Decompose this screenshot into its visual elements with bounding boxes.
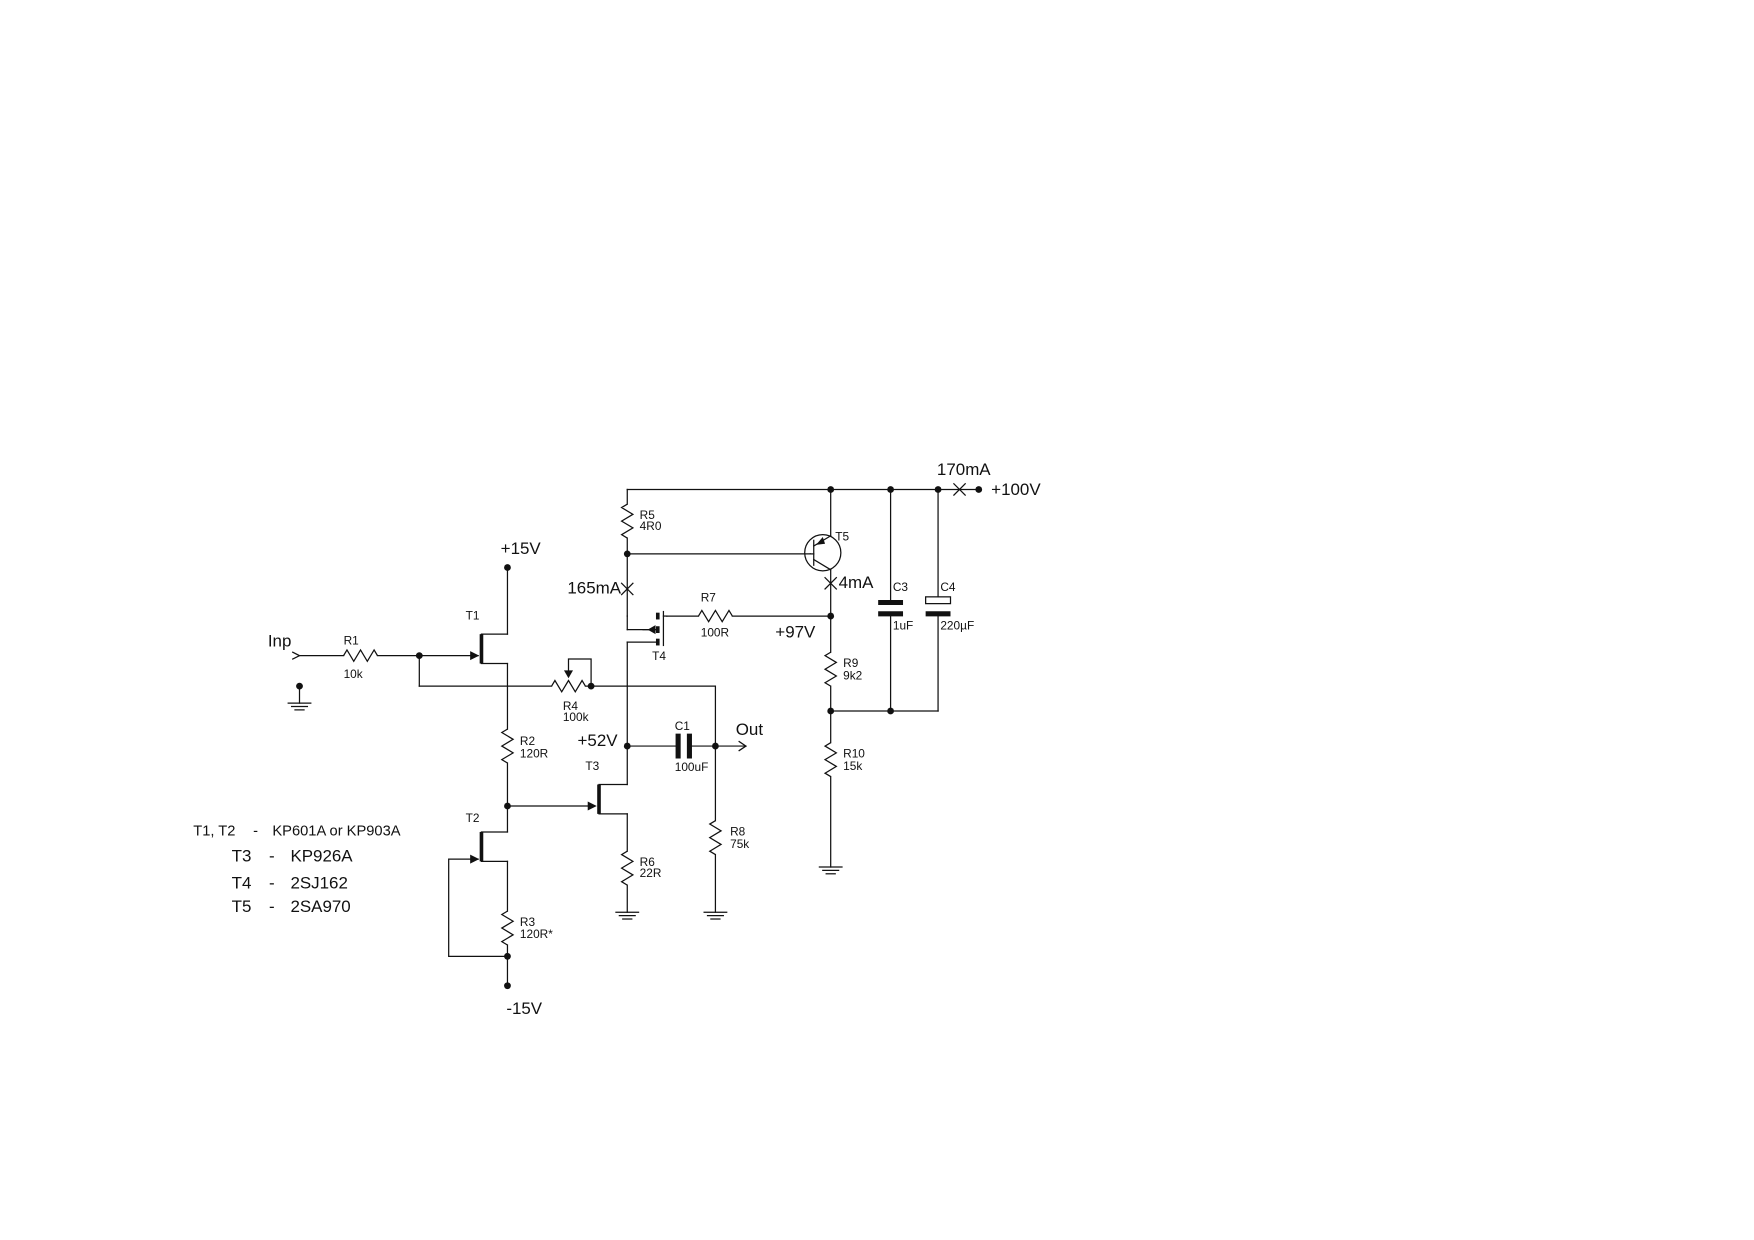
resistor-r3: R3 120R* bbox=[500, 860, 553, 987]
r2-ref: R2 bbox=[520, 734, 535, 748]
parts-list: T1, T2 - KP601A or KP903A T3 - KP926A T4… bbox=[193, 823, 401, 916]
potentiometer-r4: R4 100k bbox=[551, 658, 595, 724]
supply-label-plus100v: +100V bbox=[991, 480, 1041, 499]
c3-value: 1uF bbox=[893, 619, 913, 633]
r8-value: 75k bbox=[730, 837, 749, 851]
r7-ref: R7 bbox=[701, 590, 716, 604]
t2-ref: T2 bbox=[466, 811, 480, 825]
parts-ref: T4 bbox=[232, 873, 252, 892]
output-label: Out bbox=[736, 720, 764, 739]
ground-symbol-r8 bbox=[703, 911, 728, 920]
current-marker-t4: 165mA bbox=[567, 553, 634, 617]
r10-ref: R10 bbox=[843, 746, 865, 760]
parts-list-row: T5 - 2SA970 bbox=[232, 897, 351, 916]
r6-value: 22R bbox=[640, 866, 662, 880]
output-port: Out bbox=[714, 720, 764, 752]
ground-symbol-r10 bbox=[818, 866, 843, 875]
c4-ref: C4 bbox=[940, 580, 956, 594]
t4-ref: T4 bbox=[652, 649, 666, 663]
parts-sep: - bbox=[269, 873, 275, 892]
r9-ref: R9 bbox=[843, 656, 859, 670]
parts-list-row: T1, T2 - KP601A or KP903A bbox=[193, 823, 401, 839]
node-label-52v: +52V bbox=[578, 731, 619, 750]
r7-value: 100R bbox=[701, 625, 730, 639]
parts-type: 2SJ162 bbox=[290, 873, 347, 892]
capacitor-c3: C3 1uF bbox=[878, 488, 913, 712]
rail-plus-100v: +100V 170mA bbox=[626, 460, 1041, 499]
parts-list-row: T3 - KP926A bbox=[232, 846, 354, 865]
capacitor-c1: C1 100uF bbox=[626, 719, 717, 774]
r3-value: 120R* bbox=[520, 927, 553, 941]
current-marker-t5: 4mA bbox=[824, 573, 875, 592]
t3-ref: T3 bbox=[585, 759, 599, 773]
resistor-r9: R9 9k2 bbox=[823, 615, 862, 712]
parts-type: KP926A bbox=[290, 846, 353, 865]
ground-symbol-r6 bbox=[615, 911, 640, 920]
parts-ref: T1, T2 bbox=[193, 823, 235, 839]
current-label-t4: 165mA bbox=[567, 578, 621, 597]
transistor-t1: T1 bbox=[418, 608, 509, 665]
c1-ref: C1 bbox=[675, 719, 691, 733]
resistor-r7: R7 100R bbox=[666, 590, 832, 639]
current-label-total: 170mA bbox=[937, 460, 991, 479]
t5-ref: T5 bbox=[835, 529, 849, 543]
r10-value: 15k bbox=[843, 759, 862, 773]
transistor-t5: T5 bbox=[804, 488, 849, 617]
parts-list-row: T4 - 2SJ162 bbox=[232, 873, 348, 892]
supply-plus15v: +15V bbox=[501, 539, 542, 635]
r4-ref: R4 bbox=[563, 699, 579, 713]
resistor-r5: R5 4R0 bbox=[620, 488, 662, 555]
input-port: Inp bbox=[268, 632, 345, 660]
resistor-r8: R8 75k bbox=[708, 745, 749, 913]
supply-minus15v: -15V bbox=[504, 982, 543, 1018]
r9-value: 9k2 bbox=[843, 668, 862, 682]
parts-type: KP601A or KP903A bbox=[272, 823, 400, 839]
transistor-t4: T4 bbox=[626, 610, 668, 747]
r4-value: 100k bbox=[563, 710, 589, 724]
parts-sep: - bbox=[253, 823, 258, 839]
ground-symbol-input bbox=[287, 682, 312, 711]
resistor-r2: R2 120R bbox=[500, 728, 549, 807]
supply-label-minus15v: -15V bbox=[506, 999, 542, 1018]
parts-ref: T5 bbox=[232, 897, 252, 916]
capacitor-c4: C4 220µF bbox=[925, 488, 974, 712]
current-label-t5: 4mA bbox=[839, 573, 875, 592]
supply-label-plus15v: +15V bbox=[501, 539, 542, 558]
resistor-r10: R10 15k bbox=[823, 710, 865, 868]
r2-value: 120R bbox=[520, 746, 549, 760]
r3-ref: R3 bbox=[520, 915, 536, 929]
c4-value: 220µF bbox=[940, 619, 974, 633]
r6-ref: R6 bbox=[640, 855, 656, 869]
parts-ref: T3 bbox=[232, 846, 252, 865]
r5-ref: R5 bbox=[640, 508, 656, 522]
transistor-t3: T3 bbox=[506, 745, 628, 815]
parts-sep: - bbox=[269, 846, 275, 865]
c1-value: 100uF bbox=[675, 760, 709, 774]
r1-value: 10k bbox=[344, 667, 363, 681]
r8-ref: R8 bbox=[730, 824, 746, 838]
c3-ref: C3 bbox=[893, 580, 909, 594]
input-label: Inp bbox=[268, 632, 292, 651]
t1-ref: T1 bbox=[466, 608, 480, 622]
r5-value: 4R0 bbox=[640, 519, 662, 533]
node-label-97v: +97V bbox=[775, 623, 816, 642]
parts-type: 2SA970 bbox=[290, 897, 350, 916]
resistor-r1: R1 10k bbox=[343, 633, 420, 681]
resistor-r6: R6 22R bbox=[620, 813, 662, 913]
transistor-t2: T2 bbox=[448, 805, 509, 957]
r1-ref: R1 bbox=[344, 633, 360, 647]
parts-sep: - bbox=[269, 897, 275, 916]
